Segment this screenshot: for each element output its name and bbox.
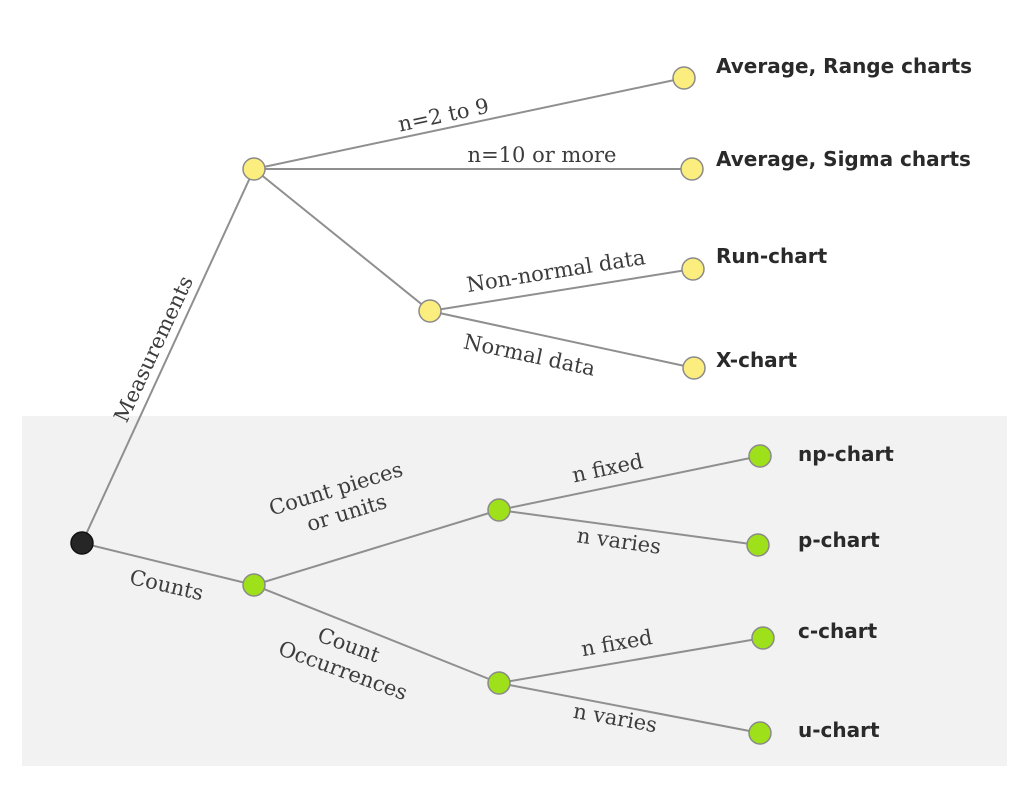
chart-label-avg-sigma: Average, Sigma charts <box>716 147 971 171</box>
label-n-10-or-more: n=10 or more <box>468 143 617 167</box>
individuals-node <box>418 299 442 323</box>
chart-label-u-chart: u-chart <box>798 718 880 742</box>
edge-occ-c <box>498 637 764 684</box>
np-chart-node <box>748 444 772 468</box>
counts-node <box>242 573 266 597</box>
edges <box>81 77 764 734</box>
label-n-2-to-9: n=2 to 9 <box>396 94 491 137</box>
u-chart-node <box>748 721 772 745</box>
edge-meas-individuals <box>253 168 431 312</box>
edge-root-counts <box>81 542 255 586</box>
edge-occ-u <box>498 682 761 734</box>
nodes <box>70 66 775 745</box>
p-chart-node <box>746 533 770 557</box>
edge-ind-x-chart <box>429 310 695 369</box>
chart-label-x-chart: X-chart <box>716 348 798 372</box>
avg-sigma-node <box>680 157 704 181</box>
chart-labels: Average, Range charts Average, Sigma cha… <box>716 54 972 742</box>
edge-ind-run-chart <box>429 268 694 312</box>
label-non-normal-data: Non-normal data <box>465 245 647 297</box>
edge-root-measurements <box>81 168 255 544</box>
chart-label-c-chart: c-chart <box>798 619 878 643</box>
pieces-node <box>487 498 511 522</box>
edge-meas-avg-range <box>253 77 685 170</box>
c-chart-node <box>751 626 775 650</box>
counts-panel <box>22 416 1007 766</box>
root-node <box>70 531 94 555</box>
x-chart-node <box>682 356 706 380</box>
edge-pieces-np <box>498 455 761 511</box>
avg-range-node <box>672 66 696 90</box>
occurrences-node <box>487 671 511 695</box>
edge-counts-occurrences <box>253 584 500 684</box>
edge-counts-pieces <box>253 509 500 586</box>
chart-label-np-chart: np-chart <box>798 442 894 466</box>
measurements-node <box>242 157 266 181</box>
chart-label-avg-range: Average, Range charts <box>716 54 972 78</box>
chart-label-run-chart: Run-chart <box>716 244 828 268</box>
label-normal-data: Normal data <box>462 330 598 381</box>
chart-label-p-chart: p-chart <box>798 528 880 552</box>
edge-pieces-p <box>498 509 759 546</box>
run-chart-node <box>681 257 705 281</box>
label-measurements: Measurements <box>109 272 198 426</box>
